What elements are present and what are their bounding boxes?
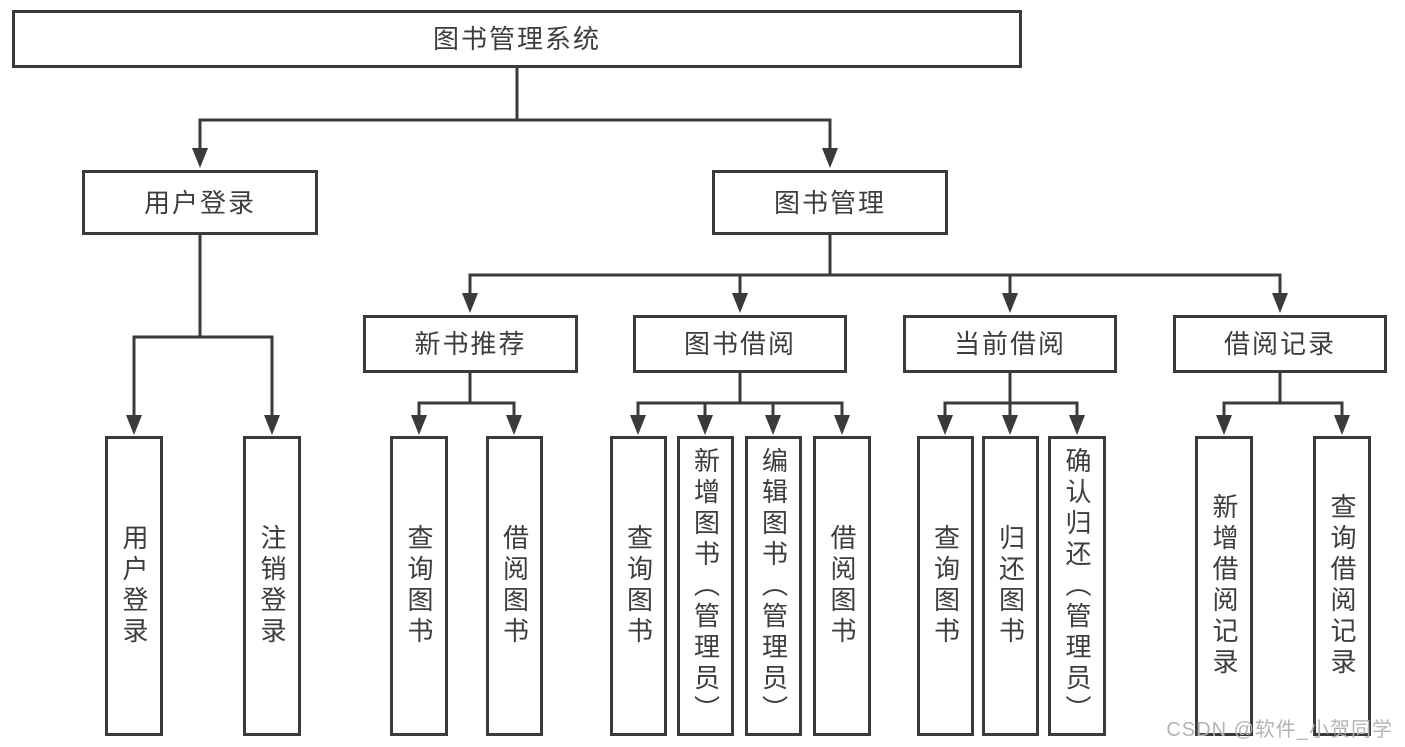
node-book-borrowing: 图书借阅 <box>633 315 847 373</box>
leaf-logout: 注销登录 <box>243 436 301 736</box>
node-label: 查询图书 <box>930 524 961 648</box>
node-label: 借阅图书 <box>827 524 857 648</box>
leaf-return-books: 归还图书 <box>982 436 1039 736</box>
node-current-borrowing: 当前借阅 <box>903 315 1117 373</box>
leaf-edit-books-admin: 编辑图书（管理员） <box>745 436 802 736</box>
node-label: 新增图书（管理员） <box>690 446 721 726</box>
leaf-query-books-recommend: 查询图书 <box>390 436 448 736</box>
node-label: 图书管理 <box>773 187 886 218</box>
node-label: 注销登录 <box>257 524 287 648</box>
node-new-book-recommendation: 新书推荐 <box>363 315 578 373</box>
node-library-management-system: 图书管理系统 <box>12 10 1022 68</box>
node-label: 查询图书 <box>623 524 654 648</box>
node-label: 归还图书 <box>995 524 1026 648</box>
node-label: 查询借阅记录 <box>1327 493 1357 679</box>
node-label: 图书借阅 <box>683 329 796 359</box>
node-user-login-module: 用户登录 <box>82 170 318 235</box>
node-label: 借阅图书 <box>499 524 530 648</box>
leaf-add-borrow-record: 新增借阅记录 <box>1195 436 1253 736</box>
csdn-watermark: CSDN @软件_小贺同学 <box>1166 719 1393 741</box>
node-label: 用户登录 <box>143 187 256 218</box>
node-label: 当前借阅 <box>953 329 1066 359</box>
node-label: 用户登录 <box>119 524 149 648</box>
node-label: 查询图书 <box>404 524 434 648</box>
leaf-user-login: 用户登录 <box>105 436 163 736</box>
leaf-query-books-current: 查询图书 <box>917 436 974 736</box>
leaf-borrow-books: 借阅图书 <box>813 436 871 736</box>
leaf-add-books-admin: 新增图书（管理员） <box>677 436 734 736</box>
node-borrowing-records: 借阅记录 <box>1173 315 1387 373</box>
node-label: 编辑图书（管理员） <box>758 446 789 726</box>
node-label: 借阅记录 <box>1223 329 1336 359</box>
leaf-query-books-borrow: 查询图书 <box>610 436 667 736</box>
leaf-confirm-return-admin: 确认归还（管理员） <box>1048 436 1106 736</box>
node-label: 新书推荐 <box>414 329 527 359</box>
node-book-management-module: 图书管理 <box>712 170 948 235</box>
node-label: 新增借阅记录 <box>1209 493 1239 679</box>
leaf-query-borrow-record: 查询借阅记录 <box>1313 436 1371 736</box>
node-label: 确认归还（管理员） <box>1062 446 1092 726</box>
node-label: 图书管理系统 <box>432 24 601 54</box>
leaf-borrow-books-recommend: 借阅图书 <box>486 436 543 736</box>
